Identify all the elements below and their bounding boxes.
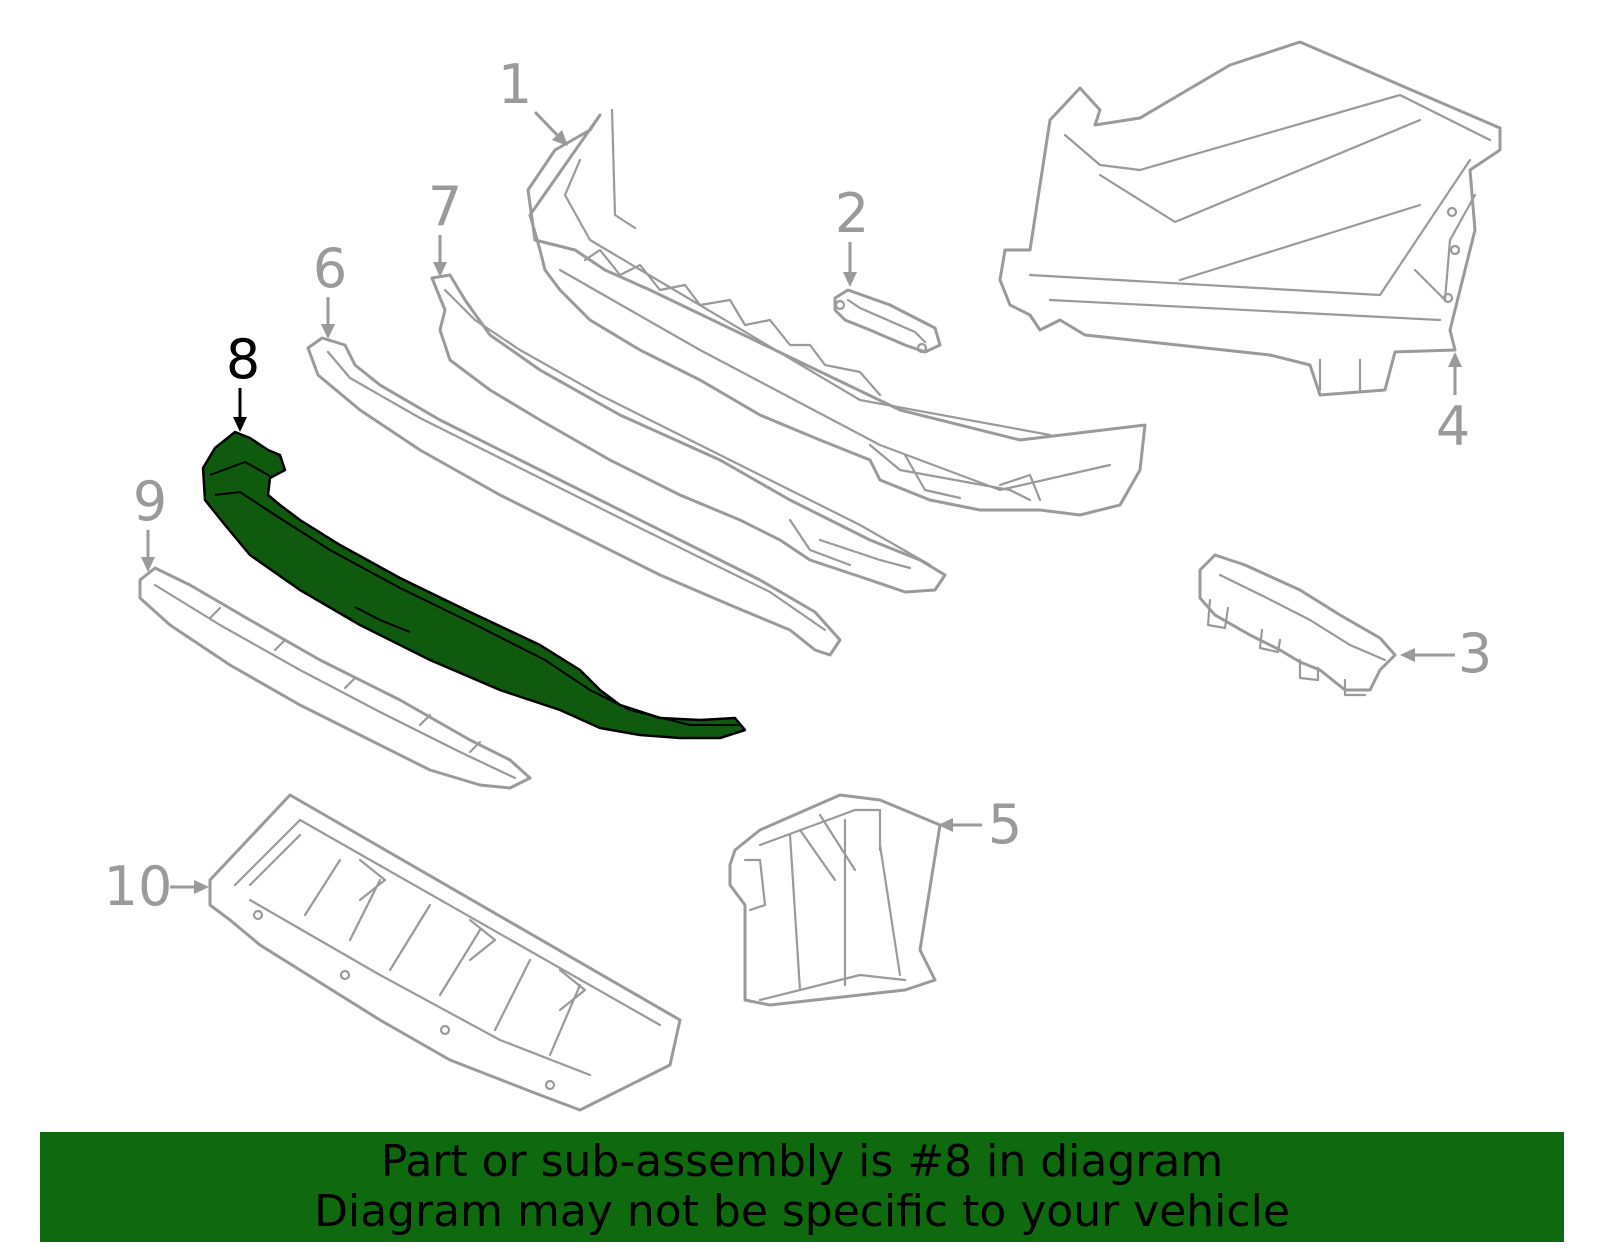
part-2-bracket[interactable] (833, 288, 942, 354)
callout-1: 1 (498, 53, 568, 146)
callout-2: 2 (835, 182, 869, 287)
callout-label-9: 9 (133, 470, 167, 533)
callout-7: 7 (428, 175, 462, 277)
part-9-trim-strip[interactable] (138, 566, 532, 790)
banner-line-part-number: Part or sub-assembly is #8 in diagram (380, 1136, 1224, 1187)
callout-9: 9 (133, 470, 167, 572)
part-6-lower-strip[interactable] (306, 336, 842, 657)
callout-label-4: 4 (1436, 395, 1470, 458)
part-5-splash-shield[interactable] (728, 793, 942, 1007)
part-1-bumper-absorber[interactable] (526, 108, 1147, 517)
callout-label-6: 6 (313, 237, 347, 300)
banner-line-disclaimer: Diagram may not be specific to your vehi… (314, 1186, 1290, 1237)
part-7-grille-strip[interactable] (430, 273, 947, 594)
callout-label-3: 3 (1458, 622, 1492, 685)
callout-5: 5 (938, 793, 1022, 856)
info-banner: Part or sub-assembly is #8 in diagram Di… (40, 1132, 1564, 1242)
callout-label-1: 1 (498, 53, 532, 116)
callout-3: 3 (1400, 622, 1492, 685)
part-8-lower-valance-highlighted[interactable] (201, 430, 747, 740)
callout-label-8: 8 (226, 328, 260, 391)
part-4-bumper-cover-end[interactable] (998, 40, 1502, 397)
part-10-undertray[interactable] (208, 793, 682, 1112)
parts-diagram: 1 2 3 4 5 6 7 8 9 (104, 40, 1502, 1112)
callout-label-10: 10 (104, 855, 173, 918)
callout-label-2: 2 (835, 182, 869, 245)
callout-4: 4 (1436, 352, 1470, 458)
callout-10: 10 (104, 855, 209, 918)
part-3-bracket[interactable] (1198, 553, 1397, 697)
callout-8: 8 (226, 328, 260, 432)
callout-label-7: 7 (428, 175, 462, 238)
callout-6: 6 (313, 237, 347, 339)
callout-label-5: 5 (988, 793, 1022, 856)
